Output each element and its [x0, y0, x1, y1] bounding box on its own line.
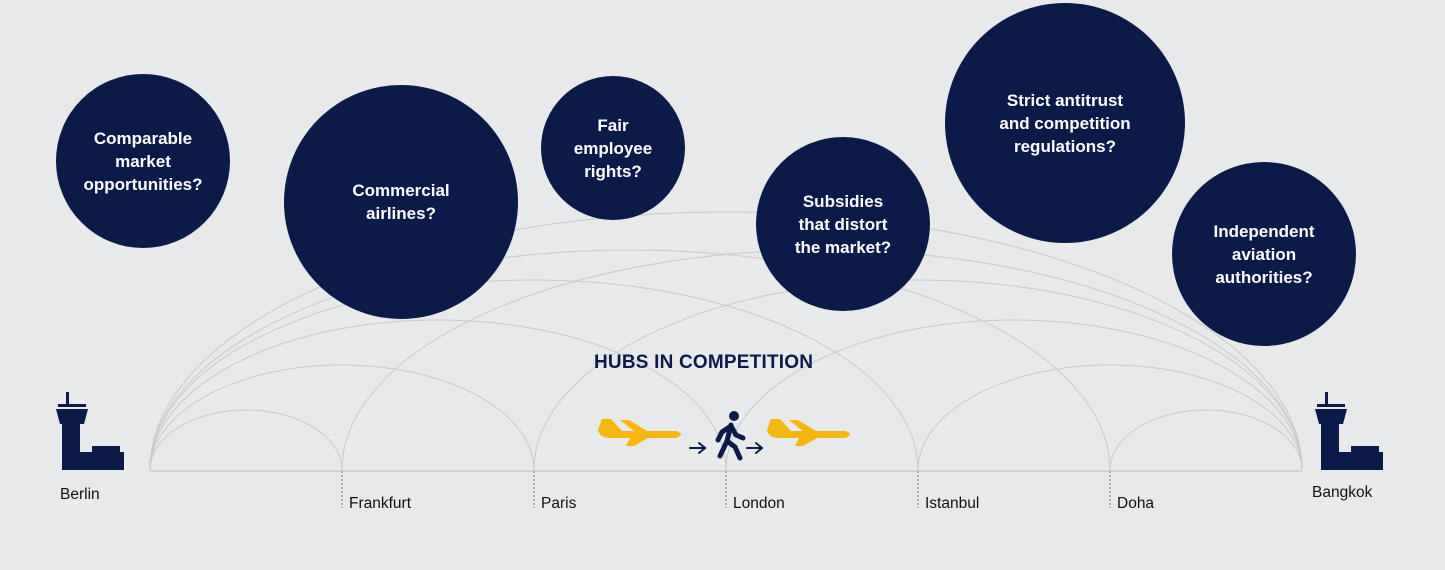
city-label-istanbul: Istanbul — [925, 495, 980, 512]
control-tower-icon — [1315, 392, 1383, 470]
route-arc-istanbul-bangkok — [917, 364, 1303, 471]
bubble-label: Independent aviation authorities? — [1213, 221, 1315, 287]
bubble-label: Fair employee rights? — [573, 115, 653, 181]
bubble-label: Commercial airlines? — [352, 181, 450, 223]
bubble-antitrust: Strict antitrust and competition regulat… — [945, 3, 1185, 243]
bubble-label: Strict antitrust and competition regulat… — [999, 90, 1131, 156]
route-arc-berlin-paris — [149, 364, 535, 471]
route-arc-paris-bangkok — [533, 279, 1303, 471]
city-label-frankfurt: Frankfurt — [349, 495, 412, 512]
city-label-berlin: Berlin — [60, 486, 100, 503]
bubble-aviation-authorities: Independent aviation authorities? — [1172, 162, 1356, 346]
route-arc-berlin-frankfurt — [149, 409, 343, 471]
diagram-title: HUBS IN COMPETITION — [594, 352, 814, 373]
airplane-icon — [598, 419, 681, 446]
arrow-right-icon — [746, 442, 764, 454]
bubble-commercial-airlines: Commercial airlines? — [284, 85, 518, 319]
route-arc-berlin-bangkok — [149, 211, 1303, 471]
airplane-icon — [767, 419, 850, 446]
city-label-paris: Paris — [541, 495, 577, 512]
arrow-right-icon — [689, 442, 707, 454]
bubble-label: Subsidies that distort the market? — [794, 191, 892, 257]
city-label-doha: Doha — [1117, 495, 1155, 512]
bubble-label: Comparable market opportunities? — [83, 128, 203, 194]
bubble-employee-rights: Fair employee rights? — [541, 76, 685, 220]
route-arc-london-bangkok — [725, 319, 1303, 471]
route-arc-berlin-doha — [149, 249, 1111, 471]
route-arc-doha-bangkok — [1109, 409, 1303, 471]
walking-person-icon — [715, 411, 746, 461]
bubble-market-opportunities: Comparable market opportunities? — [56, 74, 230, 248]
bubble-subsidies: Subsidies that distort the market? — [756, 137, 930, 311]
city-label-bangkok: Bangkok — [1312, 484, 1373, 501]
route-arc-berlin-london — [149, 319, 727, 471]
control-tower-icon — [56, 392, 124, 470]
route-arc-berlin-istanbul — [149, 279, 919, 471]
city-label-london: London — [733, 495, 785, 512]
